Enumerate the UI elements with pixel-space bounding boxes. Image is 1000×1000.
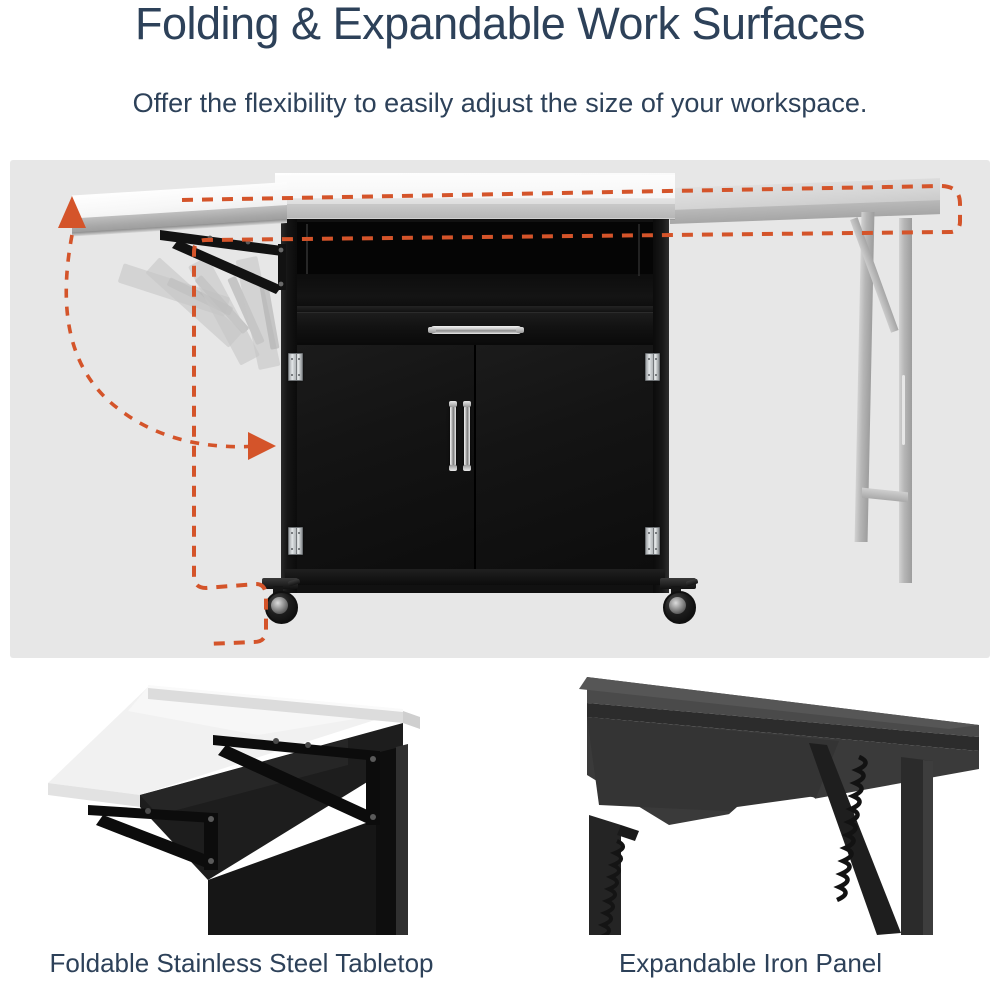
- apron-slot-cutout: [726, 796, 817, 825]
- expandable-panel-illustration: [579, 677, 979, 935]
- expandable-panel-leg-slot: [902, 375, 905, 445]
- spring-anchor-bracket: [617, 825, 639, 841]
- page-title: Folding & Expandable Work Surfaces: [134, 0, 866, 49]
- cabinet-post-highlight: [396, 744, 408, 935]
- cabinet-hinge-top-left: [288, 353, 303, 381]
- detail-foldable-tabletop: [8, 665, 491, 935]
- iron-panel-underside-shade: [587, 717, 839, 815]
- cabinet-base-rail: [285, 569, 665, 585]
- cabinet-door-seam: [474, 345, 476, 569]
- cabinet-door-left[interactable]: [297, 345, 474, 569]
- cabinet-shelf-edge-left: [306, 224, 308, 274]
- support-bracket-rear: [213, 735, 380, 825]
- caster-wheel-right: [658, 578, 699, 624]
- cabinet-shelf-edge-right: [638, 224, 640, 276]
- iron-leg-front-edge: [923, 760, 933, 935]
- detail-caption-right: Expandable Iron Panel: [618, 948, 883, 978]
- cabinet-door-right[interactable]: [476, 345, 653, 569]
- folding-leg-spring-right: [833, 754, 868, 903]
- iron-panel-front-edge: [587, 703, 979, 751]
- cabinet-hinge-bottom-right: [645, 527, 660, 555]
- header: Folding & Expandable Work Surfaces Offer…: [0, 0, 1000, 150]
- iron-panel-top-sheen: [579, 677, 979, 729]
- stainless-right-edge: [403, 711, 420, 729]
- support-bracket-front: [88, 805, 218, 870]
- caster-wheel-left: [260, 578, 301, 624]
- expandable-panel-diagonal-brace: [850, 217, 899, 333]
- folding-leg-spring-left: [597, 839, 625, 935]
- detail-caption-left: Foldable Stainless Steel Tabletop: [49, 948, 434, 978]
- stainless-back-lip-top: [148, 685, 403, 712]
- stainless-back-lip: [148, 687, 403, 723]
- cabinet-hinge-top-right: [645, 353, 660, 381]
- stainless-front-edge: [48, 783, 140, 807]
- detail-expandable-panel: [509, 665, 992, 935]
- page-subtitle: Offer the flexibility to easily adjust t…: [132, 88, 868, 118]
- panel-underside-shade: [140, 739, 348, 815]
- cabinet-open-shelf-upper: [297, 222, 653, 274]
- foldable-tabletop-illustration: [48, 685, 420, 935]
- hero-product-panel: [10, 160, 990, 658]
- cabinet-hinge-bottom-left: [288, 527, 303, 555]
- cabinet-top-slab-edge: [275, 204, 675, 218]
- drawer-handle[interactable]: [428, 326, 524, 334]
- cabinet-door-handle-right[interactable]: [463, 401, 471, 471]
- expandable-panel-front-leg: [899, 218, 912, 583]
- cabinet-door-handle-left[interactable]: [449, 401, 457, 471]
- cabinet-side-wall: [208, 815, 388, 935]
- cabinet-assembly: [10, 160, 990, 658]
